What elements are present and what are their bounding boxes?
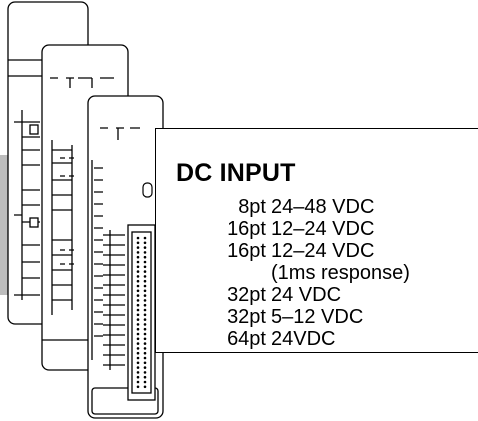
spec-row: 16pt 12–24 VDC — [156, 218, 478, 240]
front-module — [87, 95, 164, 419]
connector-pin — [136, 260, 140, 264]
connector-pin — [143, 260, 147, 264]
connector-pin — [143, 380, 147, 384]
connector-pin — [136, 251, 140, 254]
connector-pin — [136, 332, 140, 336]
connector-pin — [143, 361, 147, 365]
spec-row: 16pt 12–24 VDC — [156, 240, 478, 262]
connector-pin — [143, 347, 147, 350]
connector-pin — [143, 351, 147, 355]
connector-pin — [136, 303, 140, 307]
connector-pin — [136, 327, 140, 331]
connector-pin — [136, 255, 140, 259]
point-count: 32pt — [227, 306, 266, 328]
connector-pin — [136, 347, 140, 350]
connector-pin — [143, 318, 147, 321]
connector-pin — [136, 308, 140, 312]
connector-pin — [143, 375, 147, 379]
connector-pin — [136, 299, 140, 302]
connector-pin — [143, 251, 147, 254]
connector-pin — [136, 279, 140, 283]
connector-pin — [143, 371, 147, 374]
voltage-rating: 24–48 VDC — [271, 196, 375, 218]
connector-pin — [143, 303, 147, 307]
connector-pin — [136, 385, 140, 389]
connector-pin — [136, 366, 140, 369]
voltage-rating: 24VDC — [271, 328, 336, 350]
connector-pin — [143, 279, 147, 283]
connector-pin — [143, 289, 147, 293]
connector-pin — [136, 371, 140, 374]
connector-pin — [143, 385, 147, 389]
connector-pin — [143, 236, 147, 240]
connector-pin — [136, 246, 140, 249]
connector-pin — [136, 289, 140, 293]
voltage-rating: 24 VDC — [271, 284, 342, 306]
connector-pin — [143, 275, 147, 278]
connector-pin — [136, 313, 140, 317]
spec-row: 32pt 24 VDC — [156, 284, 478, 306]
connector-pin — [136, 318, 140, 321]
point-count: 32pt — [227, 284, 266, 306]
point-count: 16pt — [227, 240, 266, 262]
connector-pin — [143, 342, 147, 345]
spec-row: (1ms response) — [156, 262, 478, 284]
spec-row: 64pt 24VDC — [156, 328, 478, 350]
voltage-rating: 12–24 VDC — [271, 218, 375, 240]
gray-side-tab — [0, 155, 9, 295]
connector-pin — [143, 366, 147, 369]
connector-pin — [136, 241, 140, 245]
point-count: 8pt — [238, 196, 266, 218]
connector-pin — [143, 284, 147, 288]
spec-row: 8pt 24–48 VDC — [156, 196, 478, 218]
connector-pin — [136, 236, 140, 240]
voltage-note: (1ms response) — [271, 262, 410, 284]
connector-pin — [143, 246, 147, 249]
spec-row: 32pt 5–12 VDC — [156, 306, 478, 328]
connector-pin — [136, 294, 140, 297]
connector-pin — [143, 332, 147, 336]
connector-pin — [136, 265, 140, 269]
voltage-rating: 12–24 VDC — [271, 240, 375, 262]
voltage-rating: 5–12 VDC — [271, 306, 364, 328]
connector-pin — [143, 337, 147, 341]
connector-pin — [143, 265, 147, 269]
connector-pin — [143, 313, 147, 317]
connector-pin — [143, 299, 147, 302]
connector-pins — [136, 236, 147, 389]
dc-input-panel: DC INPUT 8pt 24–48 VDC 16pt 12–24 VDC 16… — [155, 128, 478, 353]
connector-pin — [143, 241, 147, 245]
connector-pin — [136, 351, 140, 355]
connector-pin — [143, 255, 147, 259]
connector-pin — [143, 308, 147, 312]
connector-pin — [143, 294, 147, 297]
connector-pin — [136, 323, 140, 326]
connector-pin — [143, 323, 147, 326]
connector-pin — [136, 361, 140, 365]
panel-title: DC INPUT — [176, 159, 296, 187]
point-count: 16pt — [227, 218, 266, 240]
connector-latch — [142, 182, 153, 198]
connector-pin — [136, 284, 140, 288]
connector-pin — [143, 270, 147, 273]
connector-pin — [143, 356, 147, 360]
connector-pin — [136, 380, 140, 384]
module-spec-list: 8pt 24–48 VDC 16pt 12–24 VDC 16pt 12–24 … — [156, 196, 478, 350]
connector-pin — [136, 375, 140, 379]
connector-pin — [136, 337, 140, 341]
connector-pin — [136, 356, 140, 360]
connector-pin — [143, 327, 147, 331]
connector-pin — [136, 342, 140, 345]
connector-pin — [136, 270, 140, 273]
point-count: 64pt — [227, 328, 266, 350]
connector-pin — [136, 275, 140, 278]
